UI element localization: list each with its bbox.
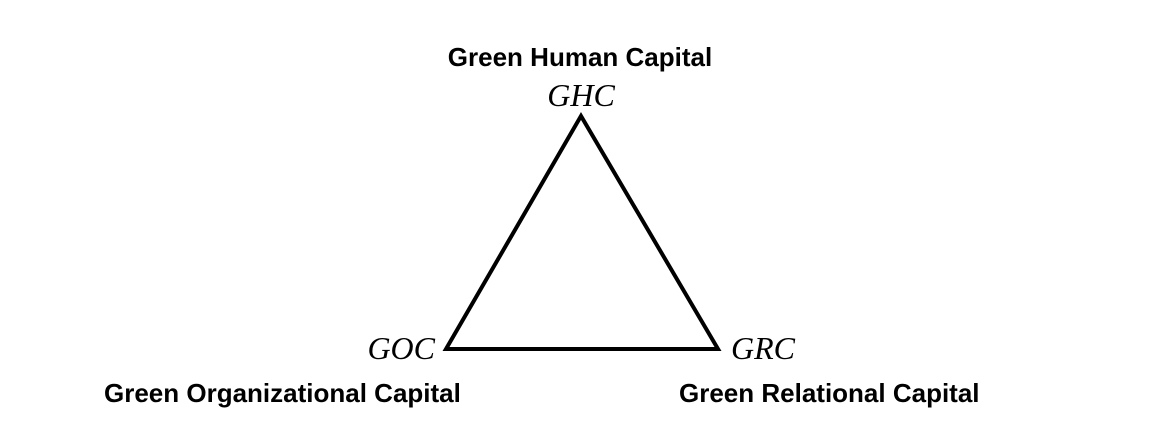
ghc-label: GHC bbox=[547, 77, 615, 113]
green-organizational-capital-label: Green Organizational Capital bbox=[104, 378, 461, 408]
green-relational-capital-label: Green Relational Capital bbox=[679, 378, 980, 408]
goc-label: GOC bbox=[367, 330, 435, 366]
capital-triangle bbox=[442, 112, 722, 351]
grc-label: GRC bbox=[731, 330, 795, 366]
green-human-capital-label: Green Human Capital bbox=[447, 42, 713, 72]
